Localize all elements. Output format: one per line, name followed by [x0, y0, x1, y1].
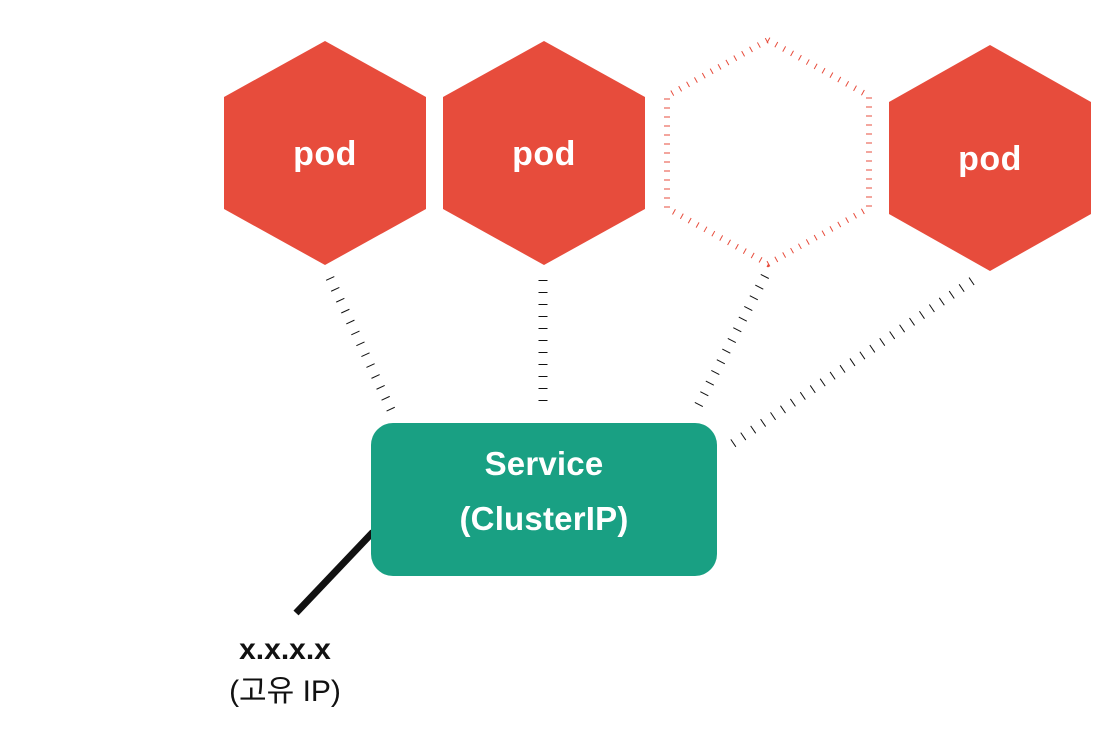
connector-pod-4-to-service — [729, 277, 975, 448]
pod-node-1[interactable]: pod — [224, 41, 426, 265]
service-node[interactable]: Service (ClusterIP) — [371, 423, 717, 576]
pod-label: pod — [958, 140, 1022, 178]
hexagon-shape — [443, 41, 645, 265]
pod-node-4[interactable]: pod — [889, 45, 1091, 271]
ip-annotation: x.x.x.x (고유 IP) — [229, 633, 341, 708]
service-type: (ClusterIP) — [459, 500, 628, 537]
hexagon-outline-shape — [664, 36, 872, 268]
connector-group — [293, 273, 975, 616]
connector-pod-1-to-service — [325, 276, 397, 414]
service-box-shape — [371, 423, 717, 576]
ip-address-label: x.x.x.x — [239, 633, 331, 666]
pod-label: pod — [293, 135, 357, 173]
pod-label: pod — [512, 135, 576, 173]
connector-pod-ghost-to-service — [692, 273, 770, 411]
service-title: Service — [485, 445, 604, 482]
hexagon-shape — [889, 45, 1091, 271]
pod-node-ghost[interactable] — [664, 36, 872, 268]
connector-ip-to-service — [293, 529, 376, 616]
pod-node-2[interactable]: pod — [443, 41, 645, 265]
ip-description-label: (고유 IP) — [229, 675, 341, 708]
hexagon-shape — [224, 41, 426, 265]
